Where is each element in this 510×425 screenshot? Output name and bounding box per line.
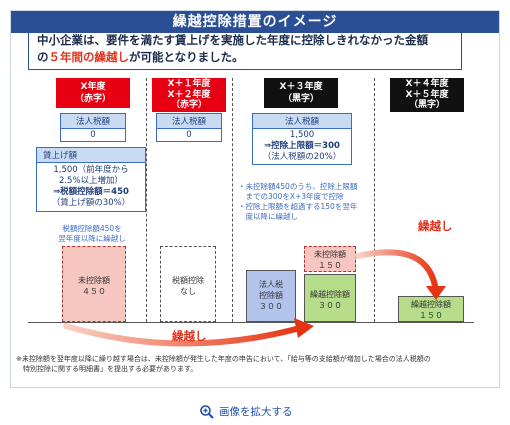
diagram-title: 繰越控除措置のイメージ: [11, 11, 499, 33]
col1-tax-box: 法人税額 0: [60, 113, 126, 142]
col1-wage-line4: （賃上げ額の30%）: [51, 198, 131, 208]
col3-bar-deduct-line2: ３００: [318, 301, 342, 310]
intro-highlight: ５年間の繰越し: [48, 50, 130, 64]
column-header-x1-line3: （赤字）: [170, 100, 207, 110]
zoom-link[interactable]: 画像を拡大する: [200, 404, 293, 419]
carry-label-right: 繰越し: [418, 219, 453, 233]
col3-bar-carry-line2: １５０: [318, 261, 342, 270]
column-header-x-line1: X年度: [80, 82, 106, 92]
col2-no-credit-bar: 税額控除 なし: [160, 246, 216, 322]
column-header-x4-line3: （黒字）: [408, 100, 445, 110]
col2-bar-line2: なし: [180, 287, 196, 296]
col3-note-line4: 度以降に繰越し: [238, 212, 298, 221]
col1-tax-value: 0: [90, 130, 96, 140]
col1-uncredited-bar: 未控除額 ４５０: [62, 246, 126, 322]
col3-note: ・未控除額450のうち、控除上限額 までの300をX+3年度で控除 ・控除上限額…: [238, 182, 372, 222]
intro-box: 中小企業は、要件を満たす賃上げを実施した年度に控除しきれなかった金額 の５年間の…: [28, 28, 462, 70]
intro-line-2: の５年間の繰越しが可能となりました。: [37, 49, 453, 66]
column-header-x3-line2: （黒字）: [282, 94, 319, 104]
col3-deduct-bar: 繰越控除額 ３００: [304, 274, 356, 322]
col3-bar-tax-line3: ３００: [259, 302, 283, 311]
intro-line-1: 中小企業は、要件を満たす賃上げを実施した年度に控除しきれなかった金額: [37, 33, 428, 47]
col3-note-line3: ・控除上限額を超過する150を翌年: [238, 202, 358, 211]
column-header-x3: X＋３年度 （黒字）: [264, 78, 338, 108]
baseline: [28, 322, 474, 323]
column-divider-1: [146, 78, 147, 322]
carry-label-bottom: 繰越し: [172, 329, 207, 343]
col1-note-line2: 翌年度以降に繰越し: [58, 234, 126, 243]
col2-tax-box: 法人税額 0: [156, 113, 222, 142]
col1-note-line1: 税額控除額450を: [62, 224, 122, 233]
column-header-x: X年度 （赤字）: [56, 78, 130, 108]
col1-wage-label: 賃上げ額: [37, 148, 145, 163]
col1-wage-line2: 2.5%以上増加）: [58, 176, 124, 186]
column-header-x1-line1: X＋１年度: [167, 79, 211, 89]
col3-tax-line1: 1,500: [289, 130, 315, 140]
zoom-label[interactable]: 画像を拡大する: [219, 406, 293, 418]
column-header-x4-line2: X＋５年度: [405, 89, 449, 100]
col3-bar-deduct-line1: 繰越控除額: [310, 290, 350, 299]
column-header-x3-line1: X＋３年度: [279, 82, 323, 92]
col3-carry-bar: 未控除額 １５０: [304, 246, 356, 272]
col4-bar-line2: １５０: [419, 311, 443, 320]
zoom-in-icon: [200, 404, 214, 419]
column-divider-2: [232, 78, 233, 322]
col2-bar-line1: 税額控除: [172, 276, 204, 285]
col1-note: 税額控除額450を 翌年度以降に繰越し: [40, 224, 144, 244]
col1-wage-line1: 1,500（前年度から: [53, 165, 129, 175]
footnote-line2: 特別控除に関する明細書」を提出する必要があります。: [16, 365, 198, 373]
footnote-line1: ※未控除額を翌年度以降に繰り越す場合は、未控除額が発生した年度の申告において、「…: [16, 355, 431, 363]
col3-tax-label: 法人税額: [253, 114, 351, 129]
col3-note-line1: ・未控除額450のうち、控除上限額: [238, 182, 358, 191]
col4-deduct-bar: 繰越控除額 １５０: [398, 296, 464, 322]
col1-wage-line3: ⇒税額控除額＝450: [53, 187, 129, 197]
col3-tax-credit-bar: 法人税 控除額 ３００: [246, 270, 296, 322]
col1-bar-line2: ４５０: [82, 287, 106, 296]
col3-bar-tax-line1: 法人税: [259, 280, 283, 289]
col3-bar-carry-line1: 未控除額: [314, 250, 346, 259]
column-divider-3: [374, 78, 375, 322]
column-header-x4-line1: X＋４年度: [405, 79, 449, 89]
column-header-x4-x5: X＋４年度 X＋５年度 （黒字）: [390, 78, 464, 112]
column-header-x1-x2: X＋１年度 X＋２年度 （赤字）: [152, 78, 226, 112]
column-header-x-line2: （赤字）: [74, 94, 111, 104]
col2-tax-value: 0: [186, 130, 192, 140]
col1-bar-line1: 未控除額: [78, 276, 110, 285]
column-header-x1-line2: X＋２年度: [167, 89, 211, 100]
col3-tax-box: 法人税額 1,500 ⇒控除上限額＝300 （法人税額の20%）: [252, 113, 352, 165]
col1-wage-box: 賃上げ額 1,500（前年度から 2.5%以上増加） ⇒税額控除額＝450 （賃…: [36, 147, 146, 212]
intro-line-2-post: が可能となりました。: [129, 50, 244, 64]
col3-tax-line3: （法人税額の20%）: [262, 152, 342, 162]
col1-tax-label: 法人税額: [61, 114, 125, 129]
intro-line-2-pre: の: [37, 50, 49, 64]
col4-bar-line1: 繰越控除額: [411, 300, 451, 309]
col3-tax-line2: ⇒控除上限額＝300: [264, 141, 340, 151]
footnote: ※未控除額を翌年度以降に繰り越す場合は、未控除額が発生した年度の申告において、「…: [16, 354, 486, 374]
col3-bar-tax-line2: 控除額: [259, 291, 283, 300]
col3-note-line2: までの300をX+3年度で控除: [238, 192, 344, 201]
col2-tax-label: 法人税額: [157, 114, 221, 129]
